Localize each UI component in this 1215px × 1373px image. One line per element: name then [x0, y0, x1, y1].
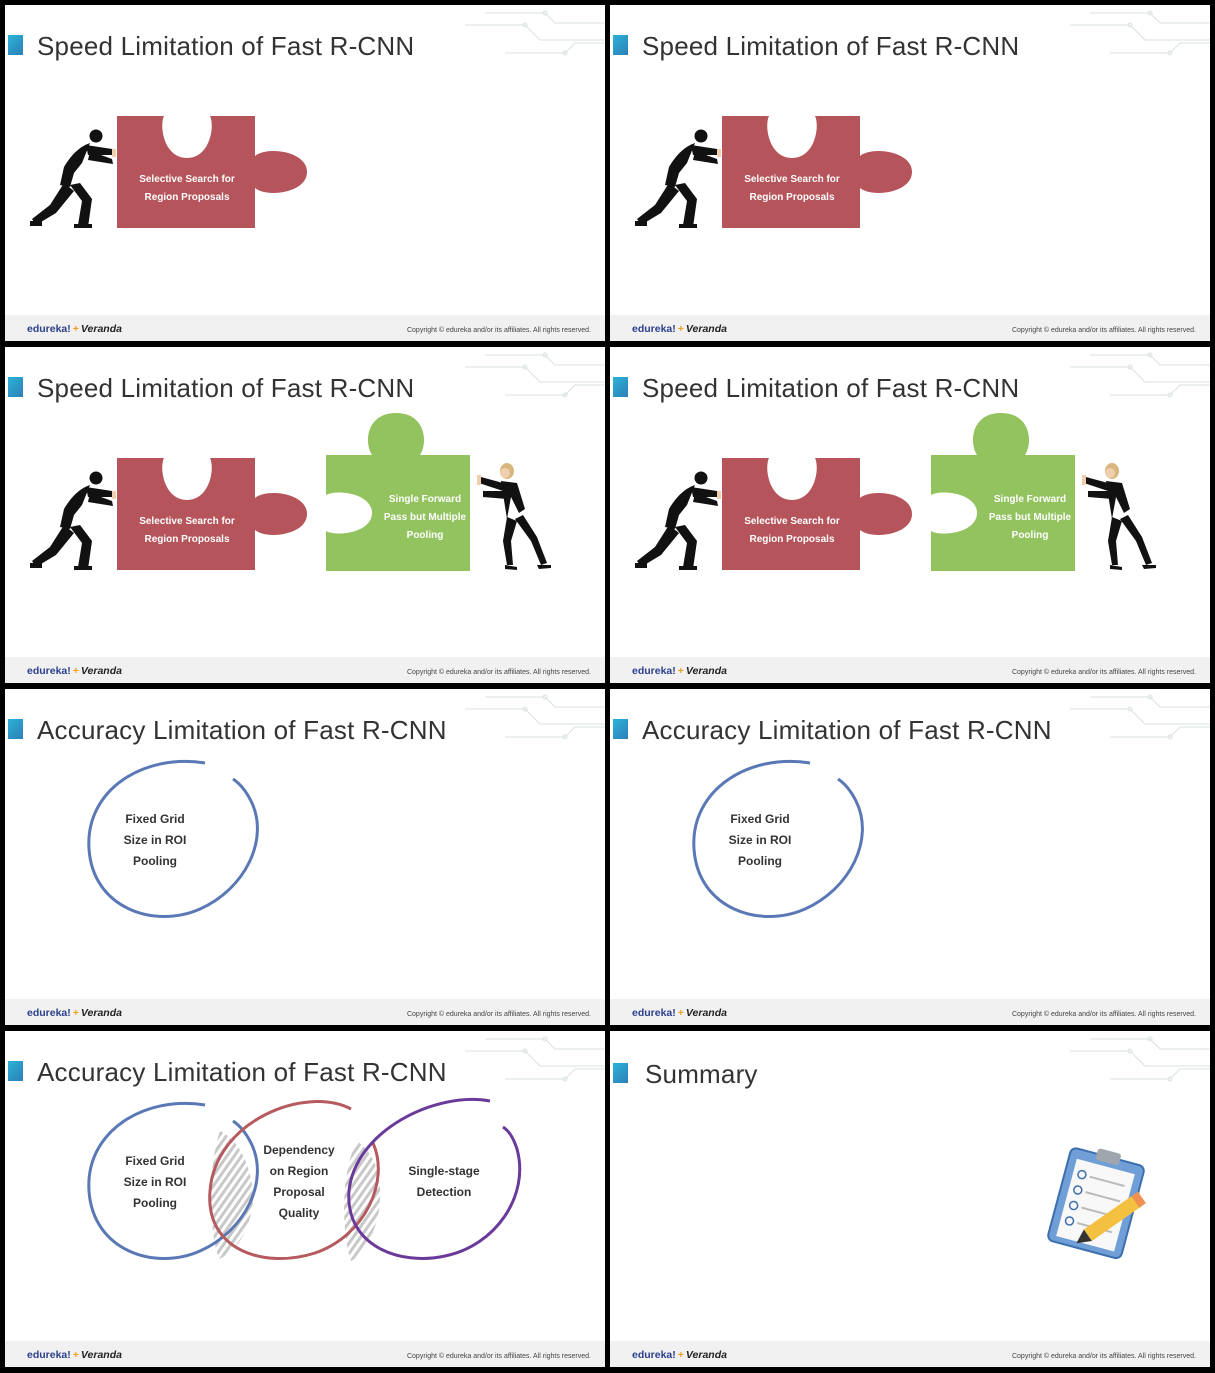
brand-logo: edureka!+Veranda: [27, 323, 122, 335]
footer: edureka!+Veranda Copyright © edureka and…: [5, 657, 605, 683]
slide-7: Accuracy Limitation of Fast R-CNN Fixed …: [5, 1031, 605, 1367]
title-accent: [8, 1061, 23, 1081]
slide-art: [635, 413, 1156, 571]
footer: edureka!+Veranda Copyright © edureka and…: [610, 1341, 1210, 1367]
clipboard-checklist-icon: [1047, 1147, 1146, 1260]
circle-dependency: [208, 1100, 380, 1261]
slide-art: [87, 1098, 522, 1261]
copyright: Copyright © edureka and/or its affiliate…: [406, 327, 591, 334]
copyright: Copyright © edureka and/or its affiliate…: [1011, 327, 1196, 334]
title-accent: [613, 1063, 628, 1083]
slide-6: Accuracy Limitation of Fast R-CNN Fixed …: [610, 689, 1210, 1025]
slide-5: Accuracy Limitation of Fast R-CNN Fixed …: [5, 689, 605, 1025]
overlap-shading-1: [210, 1131, 253, 1259]
slide-1: Speed Limitation of Fast R-CNN Selective…: [5, 5, 605, 341]
title-accent: [8, 719, 23, 739]
slide-2: Speed Limitation of Fast R-CNN Selective…: [610, 5, 1210, 341]
slide-art: [87, 759, 259, 918]
footer: edureka!+Veranda Copyright © edureka and…: [5, 999, 605, 1025]
circle-fixed-grid: [87, 759, 259, 918]
slide-art: [635, 116, 912, 228]
copyright: Copyright © edureka and/or its affiliate…: [1011, 1011, 1196, 1018]
copyright: Copyright © edureka and/or its affiliate…: [1011, 1353, 1196, 1360]
copyright: Copyright © edureka and/or its affiliate…: [406, 1011, 591, 1018]
slide-art: [30, 116, 307, 228]
slide-title: Speed Limitation of Fast R-CNN: [642, 373, 1020, 403]
brand-logo: edureka!+Veranda: [632, 1007, 727, 1019]
slide-art: [692, 759, 864, 918]
slide-3: Speed Limitation of Fast R-CNN Selective…: [5, 347, 605, 683]
brand-logo: edureka!+Veranda: [27, 1007, 122, 1019]
businesswoman-pushing-icon: [1082, 463, 1156, 570]
circle-fixed-grid: [87, 1101, 259, 1260]
slide-title: Accuracy Limitation of Fast R-CNN: [37, 1057, 447, 1087]
businessman-pushing-icon: [635, 471, 721, 570]
circle-single-stage: [347, 1098, 522, 1260]
footer: edureka!+Veranda Copyright © edureka and…: [5, 315, 605, 341]
copyright: Copyright © edureka and/or its affiliate…: [406, 1353, 591, 1360]
slide-title: Speed Limitation of Fast R-CNN: [642, 31, 1020, 61]
slide-title: Accuracy Limitation of Fast R-CNN: [642, 715, 1052, 745]
slide-4: Speed Limitation of Fast R-CNN Selective…: [610, 347, 1210, 683]
title-accent: [613, 35, 628, 55]
slide-title: Speed Limitation of Fast R-CNN: [37, 31, 415, 61]
slide-art: [1047, 1147, 1146, 1260]
businessman-pushing-icon: [30, 129, 116, 228]
footer: edureka!+Veranda Copyright © edureka and…: [5, 1341, 605, 1367]
brand-logo: edureka!+Veranda: [27, 665, 122, 677]
businesswoman-pushing-icon: [477, 463, 551, 570]
title-accent: [613, 377, 628, 397]
slide-8: Summary edureka!+Veranda Copyright © edu…: [610, 1031, 1210, 1367]
brand-logo: edureka!+Veranda: [632, 665, 727, 677]
brand-logo: edureka!+Veranda: [632, 323, 727, 335]
slide-title: Speed Limitation of Fast R-CNN: [37, 373, 415, 403]
businessman-pushing-icon: [635, 129, 721, 228]
circle-fixed-grid: [692, 759, 864, 918]
footer: edureka!+Veranda Copyright © edureka and…: [610, 315, 1210, 341]
copyright: Copyright © edureka and/or its affiliate…: [406, 669, 591, 676]
brand-logo: edureka!+Veranda: [27, 1349, 122, 1361]
slide-title: Summary: [645, 1059, 758, 1089]
footer: edureka!+Veranda Copyright © edureka and…: [610, 999, 1210, 1025]
slide-art: [30, 413, 551, 571]
title-accent: [8, 377, 23, 397]
footer: edureka!+Veranda Copyright © edureka and…: [610, 657, 1210, 683]
copyright: Copyright © edureka and/or its affiliate…: [1011, 669, 1196, 676]
slide-title: Accuracy Limitation of Fast R-CNN: [37, 715, 447, 745]
businessman-pushing-icon: [30, 471, 116, 570]
title-accent: [8, 35, 23, 55]
brand-logo: edureka!+Veranda: [632, 1349, 727, 1361]
title-accent: [613, 719, 628, 739]
